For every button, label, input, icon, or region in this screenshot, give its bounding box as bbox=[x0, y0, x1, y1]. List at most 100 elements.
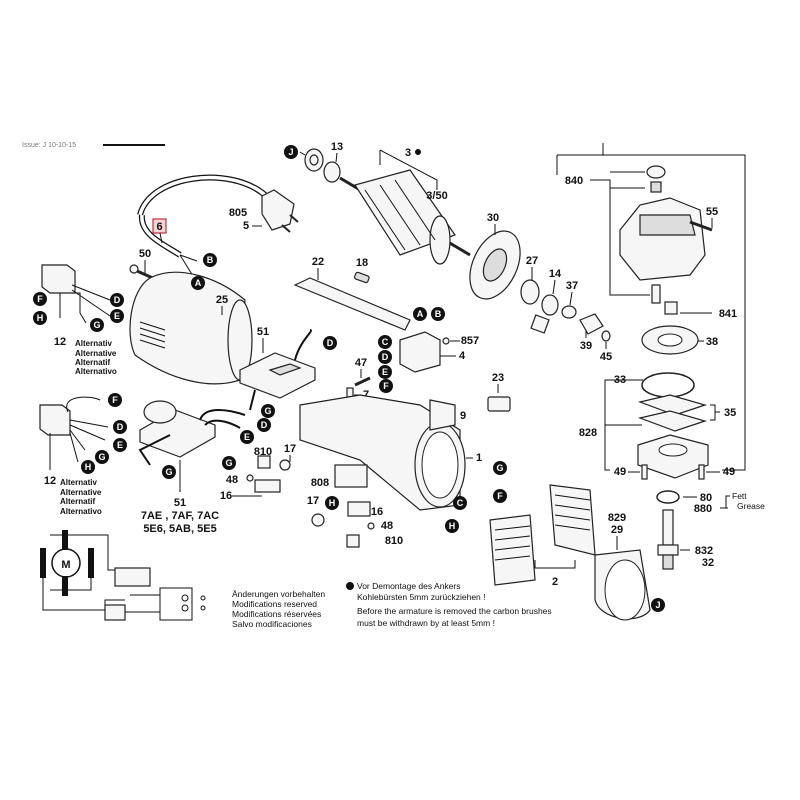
part-4-label: 4 bbox=[459, 350, 466, 362]
field-coil-2a bbox=[549, 484, 596, 556]
spindle-832 bbox=[657, 509, 679, 570]
svg-text:F: F bbox=[112, 395, 118, 405]
motor-symbol: M bbox=[61, 559, 70, 571]
part-880-label: 880 bbox=[694, 503, 712, 515]
part-16-label-b: 16 bbox=[371, 506, 383, 518]
wiring-schematic: M bbox=[40, 530, 206, 621]
svg-text:J: J bbox=[655, 600, 660, 610]
washer-80 bbox=[656, 490, 680, 504]
badge-d-51top: D bbox=[323, 336, 337, 350]
badge-d-tl: D bbox=[110, 293, 124, 307]
alt-es-bottom: Alternativo bbox=[60, 507, 102, 516]
part-51-label-top: 51 bbox=[257, 326, 269, 338]
part-18-label: 18 bbox=[356, 257, 368, 269]
part-5-label: 5 bbox=[243, 220, 249, 232]
brush-part bbox=[530, 314, 550, 334]
svg-text:G: G bbox=[264, 406, 271, 416]
svg-text:E: E bbox=[244, 432, 250, 442]
armature-note-de-2: Kohlebürsten 5mm zurückziehen ! bbox=[357, 592, 486, 602]
svg-text:D: D bbox=[327, 338, 334, 348]
svg-text:G: G bbox=[98, 452, 105, 462]
part-45-label: 45 bbox=[600, 351, 612, 363]
part-80-label: 80 bbox=[700, 492, 712, 504]
svg-text:D: D bbox=[261, 420, 268, 430]
spring-18 bbox=[354, 271, 370, 284]
mod-note-es: Salvo modificaciones bbox=[232, 619, 312, 629]
part-857-label: 857 bbox=[461, 335, 479, 347]
badge-h-tl: H bbox=[33, 311, 47, 325]
screw-857 bbox=[442, 337, 450, 345]
part-17-label-b: 17 bbox=[307, 495, 319, 507]
svg-text:H: H bbox=[37, 313, 44, 323]
part-35-label: 35 bbox=[724, 407, 736, 419]
part-55-label: 55 bbox=[706, 206, 718, 218]
washer-37 bbox=[561, 305, 577, 319]
badge-b-cord: B bbox=[203, 253, 217, 267]
part-829-label: 829 bbox=[608, 512, 626, 524]
badge-a-switch: A bbox=[413, 307, 427, 321]
badge-g-coil: G bbox=[493, 461, 507, 475]
svg-text:C: C bbox=[457, 498, 464, 508]
screw-49-right bbox=[698, 464, 705, 480]
part-48-label-b: 48 bbox=[381, 520, 393, 532]
part-49-label-left: 49 bbox=[614, 466, 626, 478]
part-25-label: 25 bbox=[216, 294, 228, 306]
part-3-50-label: 3/50 bbox=[426, 190, 447, 202]
brush-holder-12-bottom bbox=[39, 396, 109, 463]
svg-text:B: B bbox=[207, 255, 214, 265]
svg-text:J: J bbox=[288, 147, 293, 157]
pinion-39 bbox=[579, 313, 604, 335]
alt-fr-bottom: Alternatif bbox=[60, 497, 95, 506]
alt-fr-top: Alternatif bbox=[75, 358, 110, 367]
badge-g-left: G bbox=[222, 456, 236, 470]
part-51-label-bottom: 51 bbox=[174, 497, 186, 509]
svg-text:G: G bbox=[225, 458, 232, 468]
part-1-label: 1 bbox=[476, 452, 482, 464]
screw-49-left bbox=[641, 464, 648, 480]
svg-text:G: G bbox=[93, 320, 100, 330]
badge-f-bl: F bbox=[108, 393, 122, 407]
svg-text:D: D bbox=[117, 422, 124, 432]
seal-27 bbox=[520, 279, 540, 305]
svg-text:H: H bbox=[329, 498, 336, 508]
motor-cover-25 bbox=[129, 271, 253, 385]
badge-e-bl: E bbox=[113, 438, 127, 452]
power-cord bbox=[137, 174, 267, 277]
svg-text:F: F bbox=[497, 491, 503, 501]
part-30-label: 30 bbox=[487, 212, 499, 224]
motor-housing-1 bbox=[299, 394, 466, 511]
part-3-label: 3 bbox=[405, 147, 411, 159]
part-27-label: 27 bbox=[526, 255, 538, 267]
badge-f-switch: F bbox=[379, 379, 393, 393]
variant-codes-line1: 7AE , 7AF, 7AC bbox=[141, 510, 219, 522]
bevel-gear-38 bbox=[641, 325, 699, 355]
power-plug bbox=[261, 189, 299, 233]
gasket-35 bbox=[637, 394, 708, 432]
gear-housing bbox=[619, 197, 706, 281]
svg-text:A: A bbox=[417, 309, 424, 319]
armature-note-en-2: must be withdrawn by at least 5mm ! bbox=[357, 618, 495, 628]
part-808-label: 808 bbox=[311, 477, 329, 489]
part-38-label: 38 bbox=[706, 336, 718, 348]
badge-f-tl: F bbox=[33, 292, 47, 306]
part-50-label: 50 bbox=[139, 248, 151, 260]
badge-j-guard: J bbox=[651, 598, 665, 612]
field-coil-2b bbox=[489, 514, 536, 586]
part-13-label: 13 bbox=[331, 141, 343, 153]
grease-de: Fett bbox=[732, 491, 747, 501]
bushing-841 bbox=[664, 301, 678, 315]
bearing-flange-828 bbox=[637, 434, 709, 479]
badge-e-switch: E bbox=[378, 365, 392, 379]
part-49-label-right: 49 bbox=[723, 466, 735, 478]
part-12-label-bottom: 12 bbox=[44, 475, 56, 487]
badge-e-tl: E bbox=[110, 309, 124, 323]
part-840-label: 840 bbox=[565, 175, 583, 187]
bullet-icon bbox=[415, 149, 421, 155]
alt-en-top: Alternative bbox=[75, 349, 117, 358]
alt-de-top: Alternativ bbox=[75, 339, 112, 348]
part-828-label: 828 bbox=[579, 427, 597, 439]
badge-c-switch: C bbox=[378, 335, 392, 349]
svg-text:G: G bbox=[165, 467, 172, 477]
svg-text:H: H bbox=[449, 521, 456, 531]
badge-g-51bot: G bbox=[162, 465, 176, 479]
